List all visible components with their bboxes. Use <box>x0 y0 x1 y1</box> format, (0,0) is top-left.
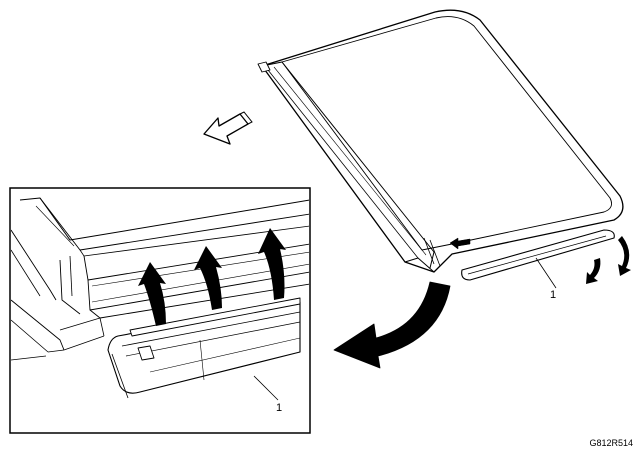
deflector-strip <box>461 229 615 281</box>
inset-up-arrow-2 <box>194 246 222 310</box>
figure-code: G812R514 <box>589 438 633 448</box>
callout-label-inset: 1 <box>276 402 282 414</box>
vehicle-front-arrow <box>203 111 253 145</box>
inset-up-arrow-1 <box>138 262 166 326</box>
slide-arrow-small <box>449 237 471 250</box>
leader-line-inset <box>253 375 279 401</box>
detail-view-arrow <box>333 281 451 369</box>
detail-inset <box>9 187 311 434</box>
sunroof-glass-panel <box>257 9 624 273</box>
removal-arrow-right-lower <box>586 258 601 284</box>
inset-deflector-strip <box>107 297 301 399</box>
inset-up-arrow-3 <box>258 228 286 300</box>
leader-line-main <box>535 257 557 289</box>
removal-arrow-right-upper <box>618 236 631 276</box>
callout-label-main: 1 <box>550 289 556 301</box>
